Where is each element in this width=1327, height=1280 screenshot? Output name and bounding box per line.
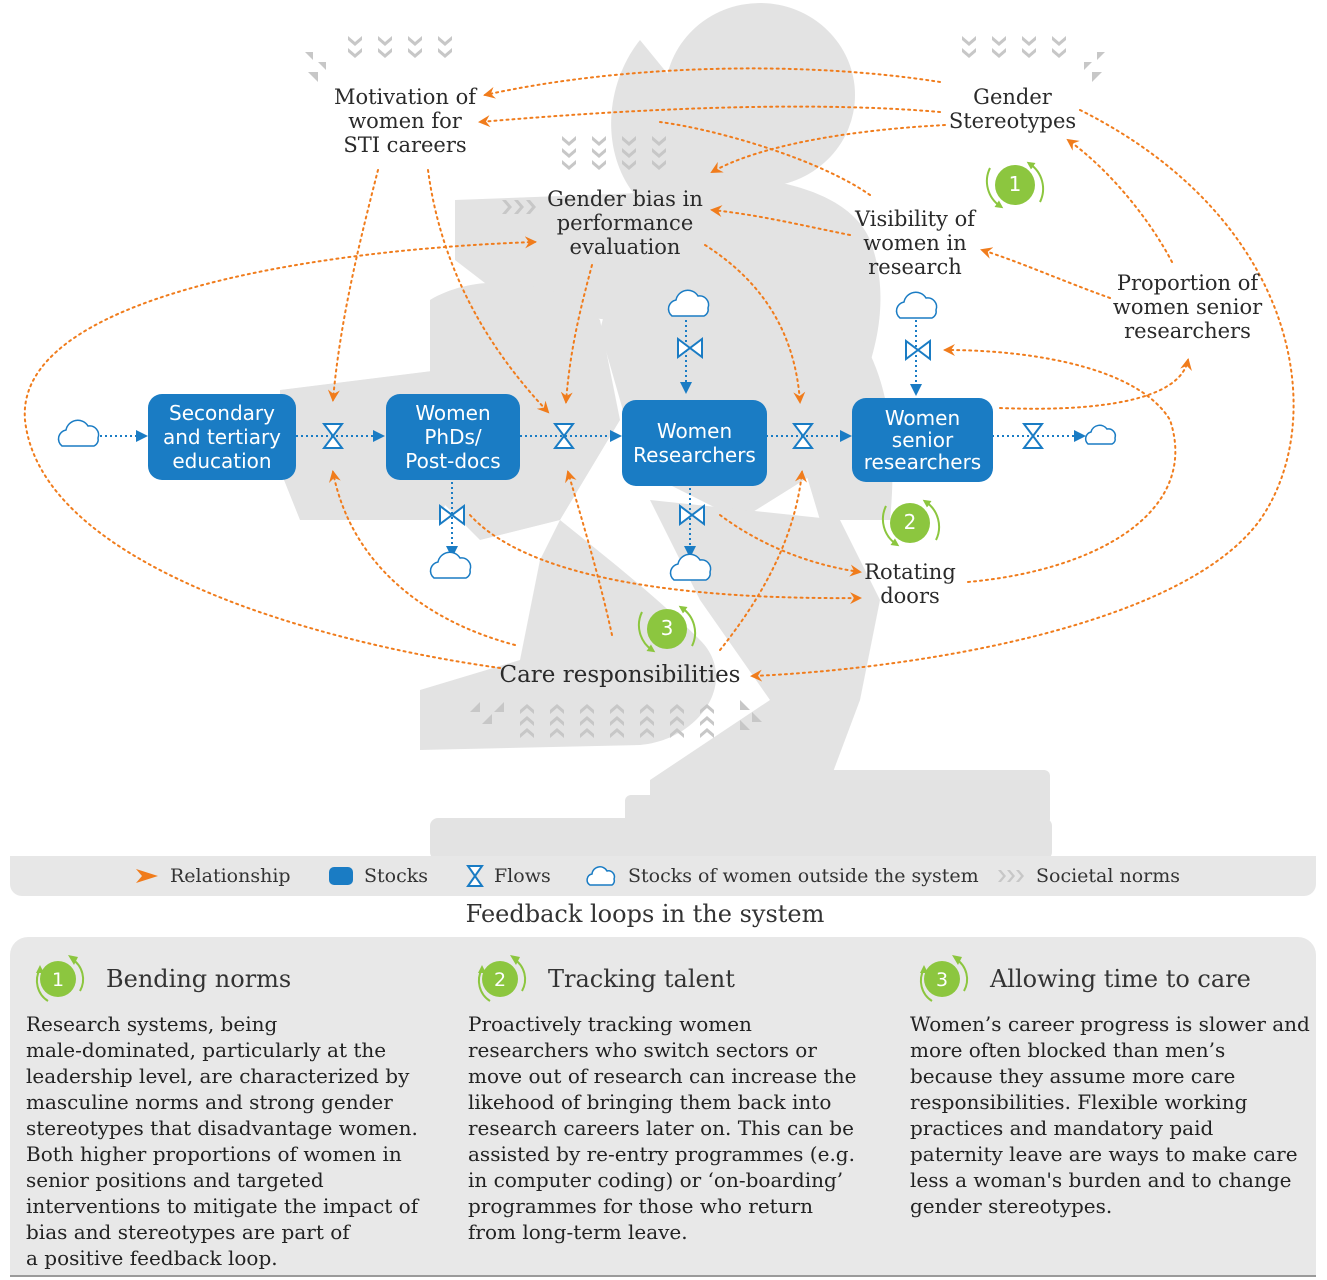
relationship-arrows xyxy=(23,67,1295,682)
loop-2-text: Proactively tracking women researchers w… xyxy=(468,1012,857,1244)
stock-education-label: Secondary and tertiary education xyxy=(162,401,282,473)
runner-silhouette xyxy=(280,3,1052,860)
stock-researchers-label: Women Researchers xyxy=(633,419,756,467)
loop-3-header: 3 Allowing time to care xyxy=(910,951,1251,1007)
stock-phds-label: Women PhDs/ Post-docs xyxy=(405,401,501,473)
node-motivation: Motivation of women for STI careers xyxy=(333,85,477,157)
stock-icon xyxy=(329,867,353,885)
node-gender-stereotypes: Gender Stereotypes xyxy=(948,85,1077,133)
node-proportion: Proportion of women senior researchers xyxy=(1112,271,1263,343)
legend-outside: Stocks of women outside the system xyxy=(586,862,979,890)
node-rotating-doors: Rotating doors xyxy=(864,560,956,608)
loop-badge-3-number: 3 xyxy=(660,616,674,640)
stock-phds: Women PhDs/ Post-docs xyxy=(386,394,520,480)
loop-badge-3 xyxy=(637,605,697,653)
feedback-loops-panel: 1 Bending norms Research systems, being … xyxy=(10,937,1316,1275)
node-gender-bias: Gender bias in performance evaluation xyxy=(547,187,703,259)
flow-valves xyxy=(322,337,1044,526)
loop-2-header: 2 Tracking talent xyxy=(468,951,735,1007)
legend-norms: Societal norms xyxy=(996,862,1180,890)
loop-3-badge-icon: 3 xyxy=(919,955,969,1002)
loop-1-text: Research systems, being male-dominated, … xyxy=(26,1012,419,1270)
loop-2-badge-icon: 2 xyxy=(477,955,527,1002)
loop-2-number: 2 xyxy=(494,969,506,991)
loop-1-title: Bending norms xyxy=(106,965,292,993)
loop-1-number: 1 xyxy=(52,969,64,991)
relationship-arrow-icon xyxy=(136,869,158,883)
legend-stocks-label: Stocks xyxy=(364,865,428,887)
flow-lines xyxy=(100,320,1086,558)
node-care-responsibilities: Care responsibilities xyxy=(499,662,741,688)
chevrons-icon xyxy=(998,870,1024,882)
societal-norms-chevrons xyxy=(305,36,1105,738)
system-diagram: 1 2 3 Motivation of women for STI career… xyxy=(23,3,1295,860)
diagram-canvas xyxy=(23,3,1295,860)
legend-stocks: Stocks xyxy=(328,862,428,890)
loop-2-title: Tracking talent xyxy=(548,965,735,993)
loop-badge-2 xyxy=(881,499,941,547)
stock-senior-label: Women senior researchers xyxy=(863,406,982,474)
node-visibility: Visibility of women in research xyxy=(855,207,975,279)
bottom-rule xyxy=(10,1275,1316,1277)
legend-relationship-label: Relationship xyxy=(170,865,291,887)
feedback-loops-title: Feedback loops in the system xyxy=(465,900,825,928)
legend-flows-label: Flows xyxy=(494,865,551,887)
loop-1-header: 1 Bending norms xyxy=(26,951,291,1007)
legend-relationship: Relationship xyxy=(134,862,291,890)
legend: Relationship Stocks Flows Stocks of wome… xyxy=(10,856,1316,896)
legend-flows: Flows xyxy=(466,862,551,890)
outside-stock-clouds xyxy=(57,289,1117,581)
loop-badge-1-number: 1 xyxy=(1008,172,1022,196)
legend-outside-label: Stocks of women outside the system xyxy=(628,865,979,887)
stock-education: Secondary and tertiary education xyxy=(148,394,296,480)
loop-badge-2-number: 2 xyxy=(903,510,917,534)
loop-3-text: Women’s career progress is slower and mo… xyxy=(910,1012,1310,1218)
stock-researchers: Women Researchers xyxy=(622,400,767,486)
cloud-icon xyxy=(586,866,616,886)
loop-3-title: Allowing time to care xyxy=(990,965,1251,993)
legend-norms-label: Societal norms xyxy=(1036,865,1181,887)
flow-valve-icon xyxy=(466,865,484,887)
loop-badge-1 xyxy=(985,161,1045,209)
stock-senior: Women senior researchers xyxy=(852,398,993,482)
loop-3-number: 3 xyxy=(936,969,948,991)
loop-1-badge-icon: 1 xyxy=(35,955,85,1002)
